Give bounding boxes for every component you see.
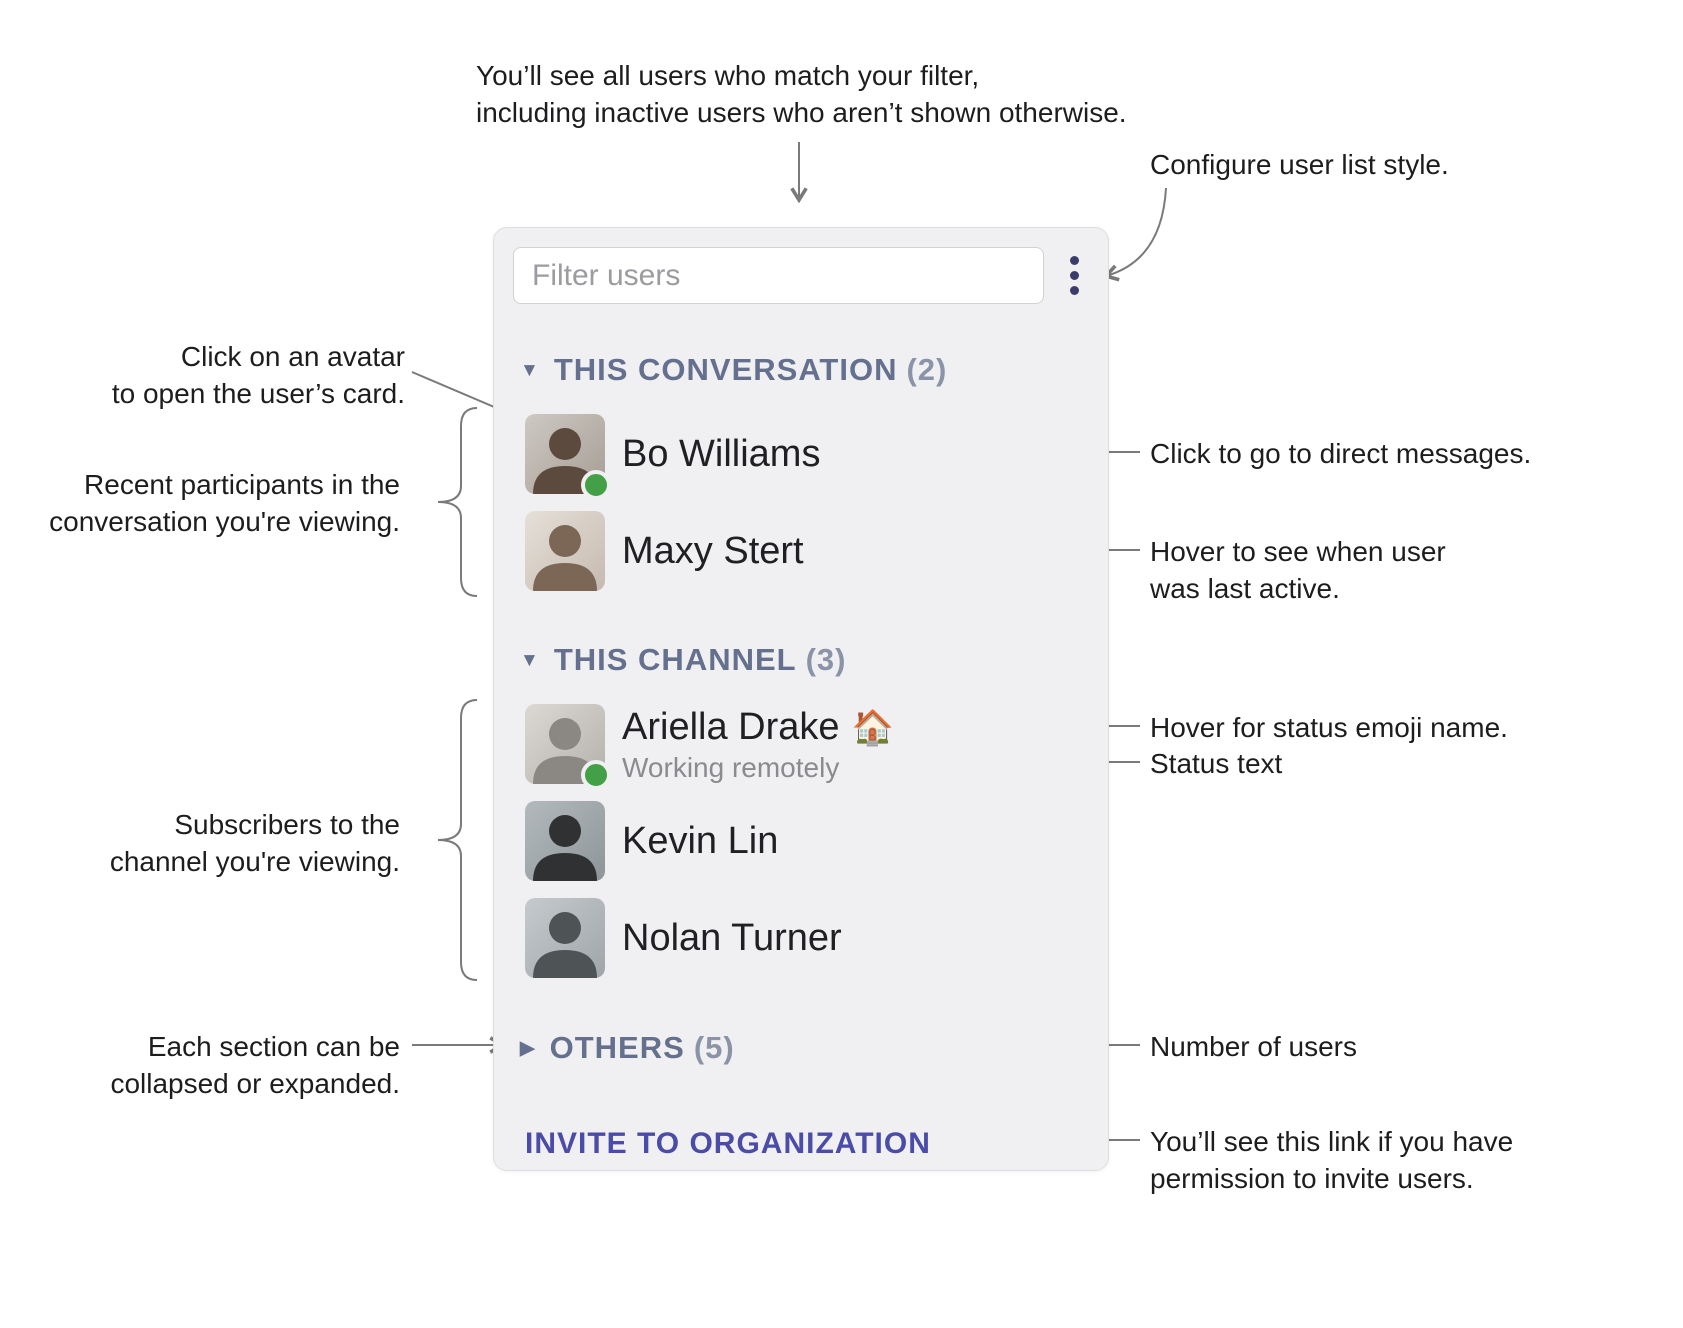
annotation-invite-note: You’ll see this link if you have permiss… <box>1150 1126 1514 1195</box>
avatar[interactable] <box>525 414 611 500</box>
avatar[interactable] <box>525 704 611 790</box>
section-label: THIS CHANNEL <box>553 642 797 677</box>
avatar[interactable] <box>525 511 605 591</box>
status-emoji[interactable]: 🏠 <box>851 708 894 747</box>
section-header-others[interactable]: ▶ OTHERS (5) <box>520 1030 1108 1066</box>
collapse-triangle-icon[interactable]: ▼ <box>520 650 539 671</box>
avatar[interactable] <box>525 801 605 881</box>
avatar[interactable] <box>525 898 605 978</box>
avatar-photo <box>525 898 605 978</box>
participants-brace <box>437 407 478 597</box>
user-list-panel: ▼ THIS CONVERSATION (2) Bo Williams <box>493 227 1109 1171</box>
user-row[interactable]: Maxy Stert <box>525 511 1108 591</box>
section-count: (3) <box>805 642 847 677</box>
user-name[interactable]: Ariella Drake🏠 <box>622 705 894 748</box>
user-name[interactable]: Kevin Lin <box>622 820 779 862</box>
collapse-triangle-icon[interactable]: ▼ <box>520 360 539 381</box>
section-header-this-channel[interactable]: ▼ THIS CHANNEL (3) <box>520 642 1108 678</box>
annotation-collapse-note: Each section can be collapsed or expande… <box>110 1031 400 1100</box>
user-name[interactable]: Bo Williams <box>622 433 821 475</box>
user-name[interactable]: Nolan Turner <box>622 917 842 959</box>
annotation-count-note: Number of users <box>1150 1031 1357 1062</box>
annotation-avatar-note: Click on an avatar to open the user’s ca… <box>111 341 405 410</box>
section-count: (5) <box>693 1030 735 1065</box>
online-status-dot <box>581 470 611 500</box>
expand-triangle-icon[interactable]: ▶ <box>520 1038 535 1059</box>
section-count: (2) <box>906 352 948 387</box>
configure-note-arrow <box>1102 187 1167 282</box>
annotation-subscribers-note: Subscribers to the channel you're viewin… <box>109 809 400 878</box>
person-silhouette-icon <box>533 525 597 591</box>
section-label: THIS CONVERSATION <box>553 352 898 387</box>
user-row[interactable]: Kevin Lin <box>525 801 1108 881</box>
vertical-ellipsis-icon <box>1069 256 1079 265</box>
annotation-status-note: Status text <box>1150 748 1283 779</box>
filter-row <box>513 247 1096 304</box>
user-row[interactable]: Ariella Drake🏠 Working remotely <box>525 704 1108 790</box>
user-list-menu-button[interactable] <box>1052 247 1096 304</box>
user-text-block: Ariella Drake🏠 Working remotely <box>622 705 894 784</box>
section-header-this-conversation[interactable]: ▼ THIS CONVERSATION (2) <box>520 352 1108 388</box>
user-name[interactable]: Maxy Stert <box>622 530 804 572</box>
user-row[interactable]: Bo Williams <box>525 414 1108 500</box>
annotation-filter-note: You’ll see all users who match your filt… <box>476 60 1127 129</box>
annotation-last-active-note: Hover to see when user was last active. <box>1150 536 1446 605</box>
subscribers-brace <box>437 699 478 981</box>
annotation-emoji-note: Hover for status emoji name. <box>1150 712 1508 743</box>
invite-to-organization-link[interactable]: INVITE TO ORGANIZATION <box>525 1127 931 1160</box>
online-status-dot <box>581 760 611 790</box>
vertical-ellipsis-icon <box>1069 286 1079 295</box>
filter-users-input[interactable] <box>513 247 1044 304</box>
vertical-ellipsis-icon <box>1069 271 1079 280</box>
avatar-photo <box>525 511 605 591</box>
status-text: Working remotely <box>622 751 840 783</box>
annotation-participants-note: Recent participants in the conversation … <box>49 469 400 538</box>
section-label: OTHERS <box>549 1030 685 1065</box>
person-silhouette-icon <box>533 912 597 978</box>
annotation-configure-note: Configure user list style. <box>1150 149 1449 180</box>
annotation-dm-note: Click to go to direct messages. <box>1150 438 1532 469</box>
person-silhouette-icon <box>533 815 597 881</box>
avatar-photo <box>525 801 605 881</box>
user-row[interactable]: Nolan Turner <box>525 898 1108 978</box>
